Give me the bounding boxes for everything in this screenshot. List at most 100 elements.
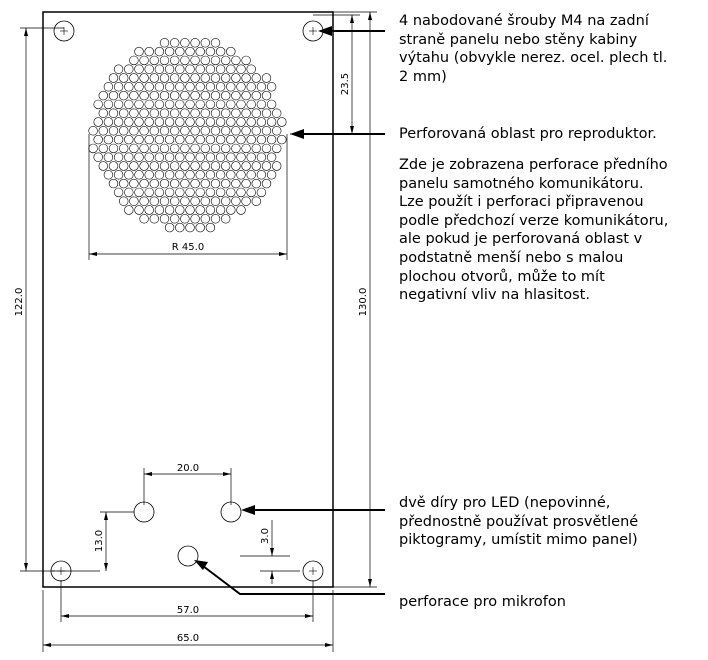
perforation-hole xyxy=(164,99,175,110)
perforation-hole xyxy=(195,64,205,74)
perforation-hole xyxy=(190,161,200,171)
perforation-hole xyxy=(246,99,256,110)
perforation-hole xyxy=(200,214,211,224)
perforation-hole xyxy=(144,117,154,127)
perforation-hole xyxy=(231,90,241,101)
perforation-hole xyxy=(164,46,175,57)
perforation-hole xyxy=(251,73,261,83)
perforation-hole xyxy=(98,90,109,101)
perforation-hole xyxy=(221,196,231,206)
perforation-hole xyxy=(175,99,185,110)
perforation-hole xyxy=(185,64,195,74)
perforation-hole xyxy=(124,64,134,74)
perforation-hole xyxy=(149,73,160,83)
perforation-hole xyxy=(103,117,114,127)
perforation-hole xyxy=(103,170,114,180)
perforation-hole xyxy=(205,222,216,233)
perforation-hole xyxy=(200,143,211,154)
perforation-hole xyxy=(251,178,261,189)
perforation-hole xyxy=(251,161,261,171)
perforation-hole xyxy=(261,178,272,189)
perforation-hole xyxy=(88,126,98,136)
perforation-hole xyxy=(205,117,216,127)
perforation-hole xyxy=(190,73,200,83)
perforation-hole xyxy=(185,205,195,215)
perforation-hole xyxy=(226,46,236,57)
perforation-hole xyxy=(231,73,241,83)
perforation-hole xyxy=(226,205,236,215)
perforation-hole xyxy=(261,73,272,83)
perforation-hole xyxy=(124,205,134,215)
perforation-hole xyxy=(185,187,195,198)
perforation-hole xyxy=(170,55,180,66)
perforation-hole xyxy=(164,170,175,180)
arrow-screws xyxy=(318,26,332,36)
perforation-hole xyxy=(185,134,195,145)
speaker-perforation xyxy=(88,38,287,233)
perforation-hole xyxy=(241,196,251,206)
perforation-hole xyxy=(144,46,154,57)
perforation-hole xyxy=(139,178,149,189)
perforation-hole xyxy=(241,55,251,66)
perforation-hole xyxy=(154,134,165,145)
perforation-hole xyxy=(164,187,175,198)
perforation-hole xyxy=(113,64,124,74)
perforation-hole xyxy=(261,143,272,154)
perforation-hole xyxy=(144,82,154,92)
perforation-hole xyxy=(108,143,119,154)
perforation-hole xyxy=(175,134,185,145)
perforation-hole xyxy=(124,170,134,180)
perforation-hole xyxy=(170,214,180,224)
perforation-hole xyxy=(108,161,119,171)
perforation-hole xyxy=(129,161,139,171)
annotation-led: dvě díry pro LED (nepovinné, přednostně … xyxy=(399,495,639,549)
perforation-hole xyxy=(272,161,282,171)
perforation-hole xyxy=(118,90,129,101)
perforation-hole xyxy=(190,143,200,154)
perforation-hole xyxy=(108,108,119,118)
dim-130: 130.0 xyxy=(358,288,369,317)
perforation-hole xyxy=(266,152,277,162)
perforation-hole xyxy=(210,55,221,66)
perforation-hole xyxy=(129,143,139,154)
perforation-hole xyxy=(277,134,287,145)
dimension-lines xyxy=(20,11,377,652)
perforation-hole xyxy=(93,152,103,162)
perforation-hole xyxy=(159,126,170,136)
perforation-hole xyxy=(175,170,185,180)
perforation-hole xyxy=(256,99,267,110)
perforation-hole xyxy=(236,82,246,92)
perforation-hole xyxy=(236,187,246,198)
perforation-hole xyxy=(226,170,236,180)
panel-outline xyxy=(42,11,334,588)
perforation-hole xyxy=(154,187,165,198)
perforation-hole xyxy=(246,152,256,162)
perforation-hole xyxy=(251,90,261,101)
perforation-hole xyxy=(246,170,256,180)
perforation-hole xyxy=(256,187,267,198)
perforation-hole xyxy=(149,55,160,66)
dim-122: 122.0 xyxy=(14,288,25,317)
perforation-hole xyxy=(149,90,160,101)
perforation-hole xyxy=(256,152,267,162)
perforation-hole xyxy=(113,99,124,110)
perforation-hole xyxy=(113,152,124,162)
perforation-hole xyxy=(134,205,144,215)
perforation-hole xyxy=(261,161,272,171)
perforation-hole xyxy=(180,73,190,83)
perforation-hole xyxy=(93,134,103,145)
perforation-hole xyxy=(159,214,170,224)
perforation-hole xyxy=(231,126,241,136)
perforation-hole xyxy=(93,99,103,110)
perforation-hole xyxy=(215,187,226,198)
perforation-hole xyxy=(272,108,282,118)
perforation-hole xyxy=(103,82,114,92)
perforation-hole xyxy=(124,134,134,145)
perforation-hole xyxy=(226,152,236,162)
perforation-hole xyxy=(266,134,277,145)
perforation-hole xyxy=(256,134,267,145)
perforation-hole xyxy=(221,108,231,118)
perforation-hole xyxy=(144,134,154,145)
perforation-hole xyxy=(246,64,256,74)
perforation-hole xyxy=(180,108,190,118)
